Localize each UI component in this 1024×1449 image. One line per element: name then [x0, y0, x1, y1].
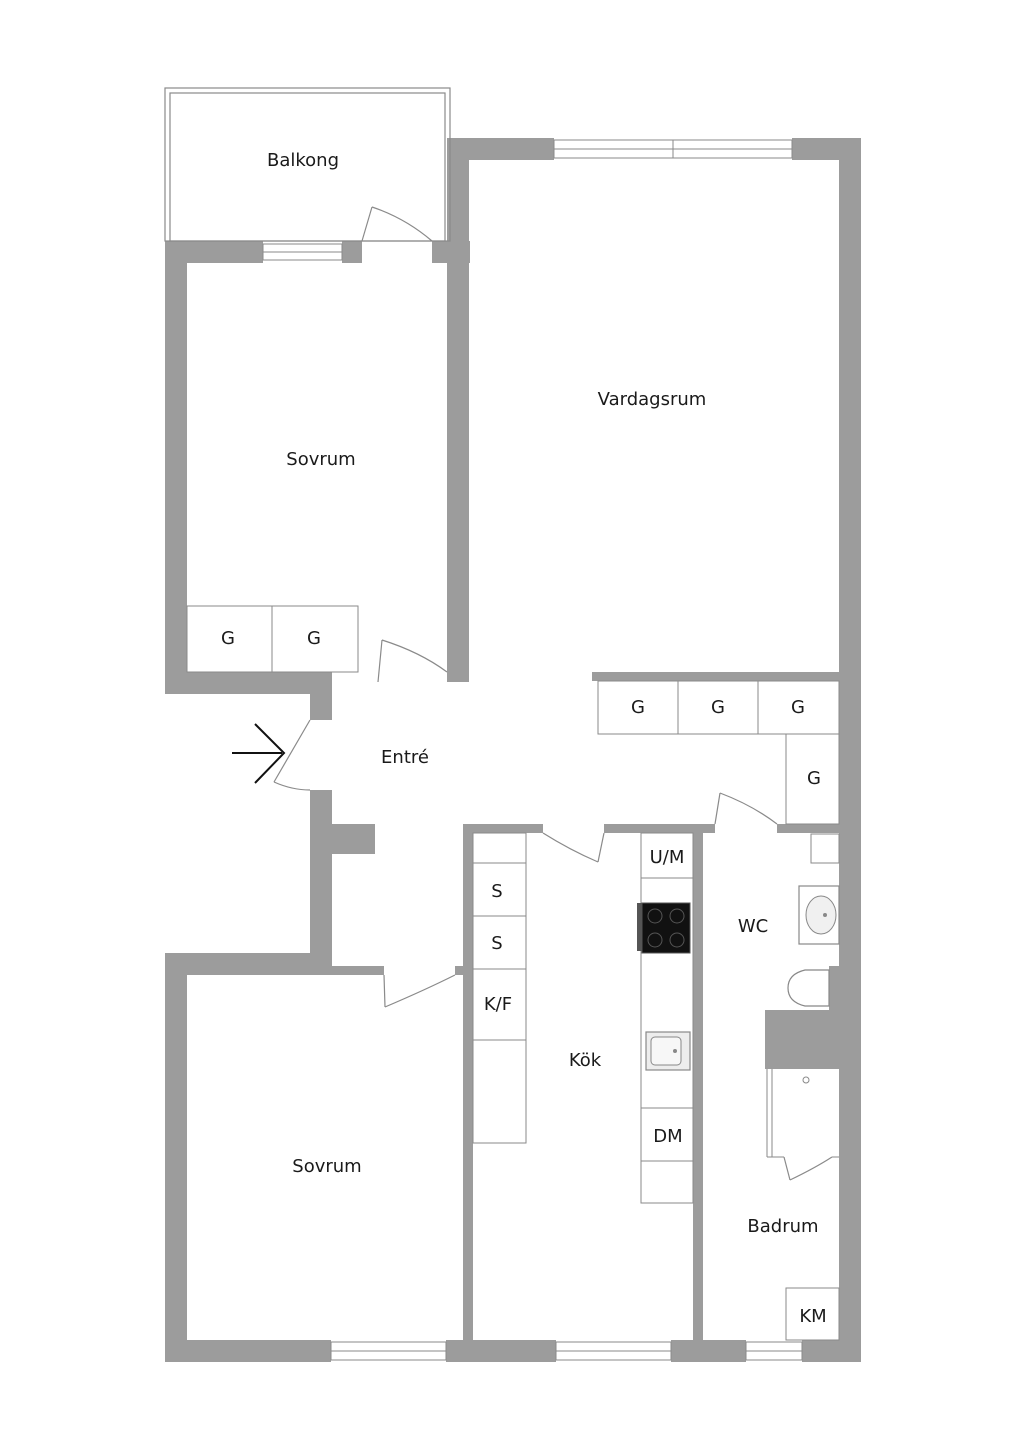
wall-bottom-2	[446, 1340, 556, 1362]
shower-icon	[766, 1069, 839, 1158]
door-balcony-swing	[371, 206, 433, 242]
wc-cabinet	[810, 833, 840, 864]
dishwasher-label: DM	[653, 1126, 682, 1147]
wall-bedroom-kitchen	[463, 824, 473, 1340]
bedroom-top-wardrobes: G G	[186, 605, 359, 673]
wall-kitchen-nub	[455, 966, 465, 975]
kitchen-sink-icon	[645, 1031, 691, 1071]
wall-wc-top	[777, 824, 839, 833]
wall-wc-bath-divider	[765, 1010, 839, 1069]
room-label-entre: Entré	[381, 747, 429, 768]
wc-fixtures	[787, 833, 840, 1007]
wall-entry-pillar	[332, 824, 375, 854]
balcony	[164, 87, 451, 242]
door-shower-leaf	[783, 1156, 791, 1181]
wall-kitchen-top-left	[463, 824, 543, 833]
balcony-inner-rail	[169, 92, 446, 242]
oven-microwave-label: U/M	[650, 847, 685, 868]
washing-machine-label: KM	[799, 1306, 826, 1327]
kitchen-left-cabinets: S S K/F	[472, 832, 527, 1144]
wash-basin-icon	[798, 885, 840, 945]
wardrobe-label: G	[791, 697, 805, 718]
kitchen-right-counter: U/M DM	[637, 832, 694, 1204]
door-bedroom-top-swing	[381, 639, 448, 673]
door-bedroom-bottom-leaf	[383, 974, 386, 1008]
door-entrance-leaf	[273, 719, 311, 783]
room-label-badrum: Badrum	[747, 1216, 818, 1237]
door-kitchen-leaf	[597, 832, 605, 863]
windows	[262, 139, 803, 1361]
wall-lower-bedroom-top-right	[332, 966, 384, 975]
wall-kitchen-bath	[693, 824, 703, 1340]
door-wc-swing	[719, 792, 778, 825]
room-label-vardagsrum: Vardagsrum	[598, 389, 707, 410]
wardrobe-label: G	[307, 628, 321, 649]
walls	[165, 138, 861, 1362]
wall-right-outer	[839, 138, 861, 1362]
cabinet-label: S	[491, 933, 502, 954]
room-label-sovrum-top: Sovrum	[286, 449, 355, 470]
wall-bottom-1	[165, 1340, 331, 1362]
wall-bedroom-top-left	[165, 241, 263, 263]
entrance-arrow-icon	[232, 723, 286, 784]
room-label-balkong: Balkong	[267, 150, 339, 171]
door-entrance-swing	[273, 781, 311, 791]
stove-icon	[637, 902, 691, 954]
door-bedroom-top-leaf	[377, 639, 383, 683]
wardrobe-label: G	[711, 697, 725, 718]
door-kitchen-swing	[542, 832, 599, 863]
washing-machine	[785, 1287, 840, 1341]
doors	[273, 206, 833, 1181]
toilet-icon	[787, 969, 830, 1007]
wall-left-lower	[165, 953, 187, 1362]
room-labels: Balkong Vardagsrum Sovrum Entré Sovrum K…	[267, 150, 819, 1237]
wall-bedroom-living	[447, 138, 469, 682]
wall-entry-lower	[310, 790, 332, 975]
door-shower-swing	[789, 1156, 833, 1181]
entry-wardrobes: G G G G	[597, 680, 840, 825]
wall-bottom-3	[671, 1340, 746, 1362]
wall-wc-right-inner	[829, 966, 839, 1016]
wall-living-bottom	[592, 672, 839, 681]
room-label-kok: Kök	[569, 1050, 602, 1071]
wall-left-upper	[165, 241, 187, 694]
wall-bedroom-top-mid	[342, 241, 362, 263]
wall-kitchen-top-right	[604, 824, 715, 833]
room-label-sovrum-bottom: Sovrum	[292, 1156, 361, 1177]
wall-entry-upper-jamb	[310, 672, 332, 720]
wall-bottom-4	[802, 1340, 861, 1362]
wardrobe-label: G	[631, 697, 645, 718]
door-balcony-leaf	[361, 206, 373, 242]
wall-bedroom-bottom	[165, 672, 332, 694]
door-bedroom-bottom-swing	[384, 974, 456, 1008]
wardrobe-label: G	[221, 628, 235, 649]
cabinet-label: S	[491, 881, 502, 902]
wall-lower-bedroom-top	[165, 953, 332, 975]
fridge-freezer-label: K/F	[484, 994, 512, 1015]
bathroom-fixtures: KM	[766, 1069, 840, 1341]
door-wc-leaf	[714, 792, 721, 825]
wardrobe-label: G	[807, 768, 821, 789]
wall-living-top-left	[447, 138, 554, 160]
room-label-wc: WC	[738, 916, 768, 937]
